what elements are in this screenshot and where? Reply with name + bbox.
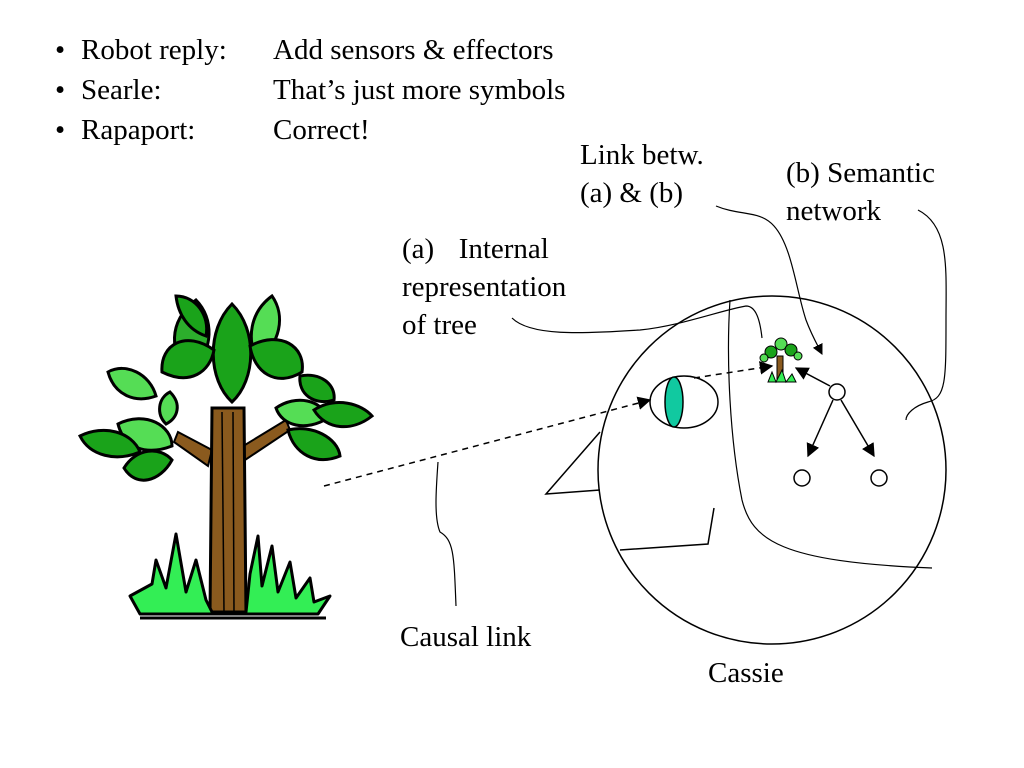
network-edge xyxy=(806,399,834,458)
network-edge xyxy=(794,367,831,387)
network-node xyxy=(828,383,846,401)
bullet-text: Add sensors & effectors xyxy=(273,34,554,66)
causal-link-leader xyxy=(435,461,457,607)
internal-representation-prefix: (a) xyxy=(402,233,435,265)
nose-shape xyxy=(544,431,601,495)
network-edge xyxy=(840,399,875,458)
bullet-text: That’s just more symbols xyxy=(273,74,566,106)
link-callout-label: Link betw. (a) & (b) xyxy=(580,136,704,212)
bullet-speaker: Searle: xyxy=(81,74,162,106)
network-node xyxy=(870,469,888,487)
internal-representation-line: of tree xyxy=(402,309,477,341)
link-callout-leader xyxy=(715,205,823,355)
link-callout-line: Link betw. xyxy=(580,139,704,171)
internal-representation-line: Internal xyxy=(458,233,549,265)
bullet-speaker: Rapaport: xyxy=(81,114,196,146)
mouth-line xyxy=(619,507,715,551)
bullet-dot: • xyxy=(55,74,66,106)
bullet-dot: • xyxy=(55,34,66,66)
semantic-network-leader xyxy=(905,209,947,421)
semantic-network-line: network xyxy=(786,195,882,227)
link-callout-line: (a) & (b) xyxy=(580,177,684,209)
cassie-head-circle xyxy=(597,295,947,645)
network-node xyxy=(793,469,811,487)
internal-representation-divider xyxy=(727,299,933,569)
semantic-network xyxy=(793,367,888,487)
semantic-network-line: (b) Semantic xyxy=(786,157,935,189)
semantic-network-label: (b) Semantic network xyxy=(786,154,935,230)
bullet-item: • Robot reply: Add sensors & effectors xyxy=(55,30,565,70)
bullet-list: • Robot reply: Add sensors & effectors •… xyxy=(55,30,565,150)
causal-link-arrow xyxy=(323,396,652,487)
bullet-text: Correct! xyxy=(273,114,370,146)
eye-to-representation-arrow xyxy=(693,361,774,379)
small-tree-icon xyxy=(759,337,803,384)
bullet-item: • Rapaport: Correct! xyxy=(55,110,565,150)
bullet-item: • Searle: That’s just more symbols xyxy=(55,70,565,110)
tree-icon xyxy=(77,293,375,620)
causal-link-label: Causal link xyxy=(400,621,532,653)
internal-representation-line: representation xyxy=(402,271,567,303)
internal-representation-label: (a) Internal representation of tree xyxy=(402,230,566,344)
eye-icon xyxy=(649,375,719,429)
bullet-dot: • xyxy=(55,114,66,146)
internal-representation-leader xyxy=(511,305,763,339)
cassie-label: Cassie xyxy=(708,657,784,689)
bullet-speaker: Robot reply: xyxy=(81,34,227,66)
